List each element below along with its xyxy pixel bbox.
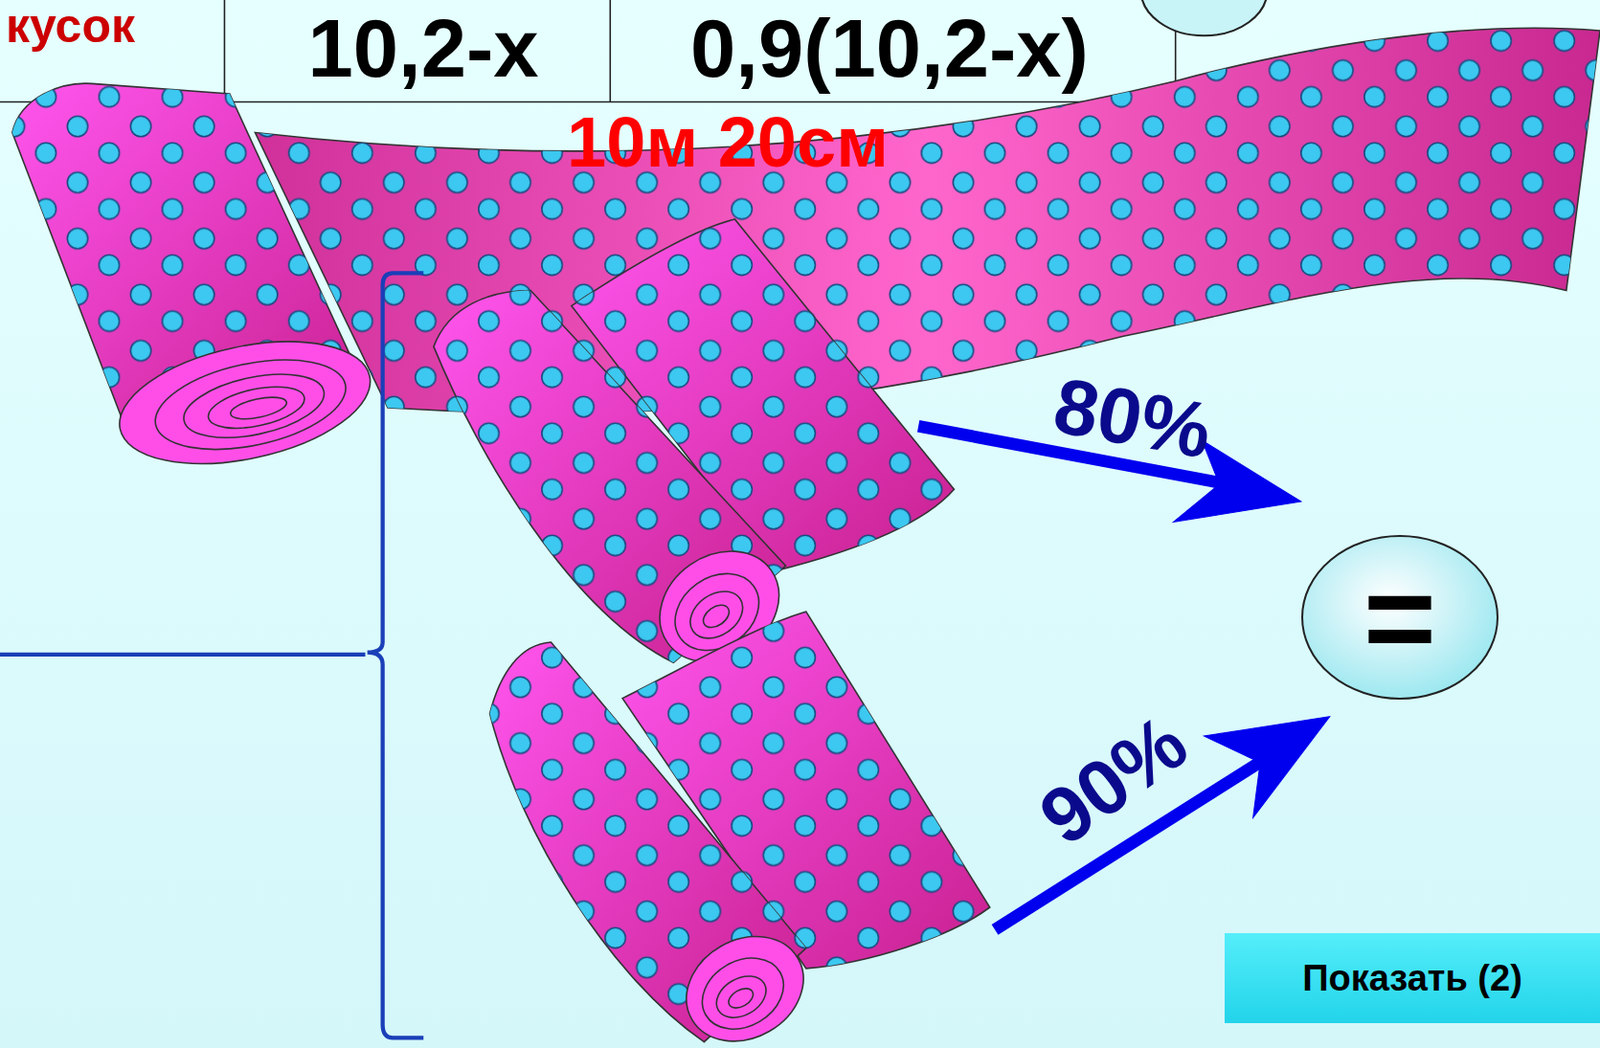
button-label: Показать (2) [1302, 960, 1523, 997]
table-header: кусок [5, 1, 136, 50]
table-cell: 10,2-x [307, 7, 539, 90]
show-button: Показать (2) [1224, 933, 1600, 1024]
percent-label: 90% [1027, 702, 1201, 859]
equals-oval: = [1300, 534, 1500, 701]
table-cell: 0,9(10,2-x) [690, 7, 1089, 90]
equals-sign: = [1363, 555, 1437, 680]
length-label: 10м 20см [566, 107, 889, 179]
